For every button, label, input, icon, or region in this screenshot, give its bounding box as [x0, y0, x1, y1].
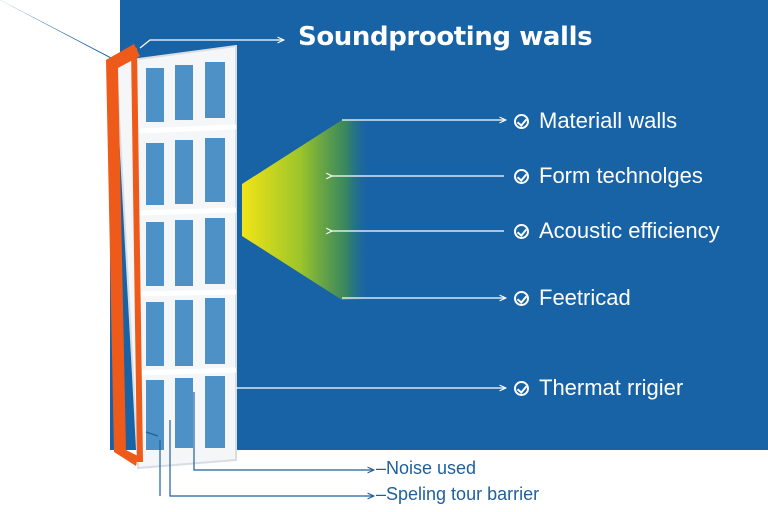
orange-frame — [106, 44, 140, 466]
soundproof-wall-panel — [106, 44, 237, 470]
check-circle-icon — [514, 223, 529, 239]
feature-label: Feetricad — [539, 285, 631, 310]
wall-crossbars — [137, 124, 237, 376]
feature-item-form-technologies: Form technolges — [514, 163, 703, 189]
glass-cells — [146, 62, 225, 450]
white-bottom-band — [0, 452, 768, 512]
feature-label: Acoustic efficiency — [539, 218, 720, 243]
feature-item-feetricad: Feetricad — [514, 285, 631, 311]
feature-item-thermal: Thermat rrigier — [514, 375, 683, 401]
bottom-label-barrier: –Speling tour barrier — [376, 484, 540, 504]
feature-label: Form technolges — [539, 163, 703, 188]
sound-wave-gradient — [242, 120, 372, 300]
feature-connectors — [236, 120, 506, 388]
check-circle-icon — [514, 380, 529, 396]
feature-item-material-walls: Materiall walls — [514, 108, 677, 134]
title-arrow — [139, 40, 284, 49]
feature-label: Thermat rrigier — [539, 375, 684, 400]
bottom-label-noise: –Noise used — [376, 458, 477, 478]
white-left-strip — [0, 0, 110, 512]
diagram-title: Soundprooting walls — [298, 22, 593, 52]
check-circle-icon — [514, 290, 529, 306]
white-corner — [0, 0, 120, 62]
feature-item-acoustic-efficiency: Acoustic efficiency — [514, 218, 720, 244]
feature-label: Materiall walls — [539, 108, 678, 133]
bottom-leaders — [145, 392, 374, 496]
check-circle-icon — [514, 113, 529, 129]
check-circle-icon — [514, 168, 529, 184]
